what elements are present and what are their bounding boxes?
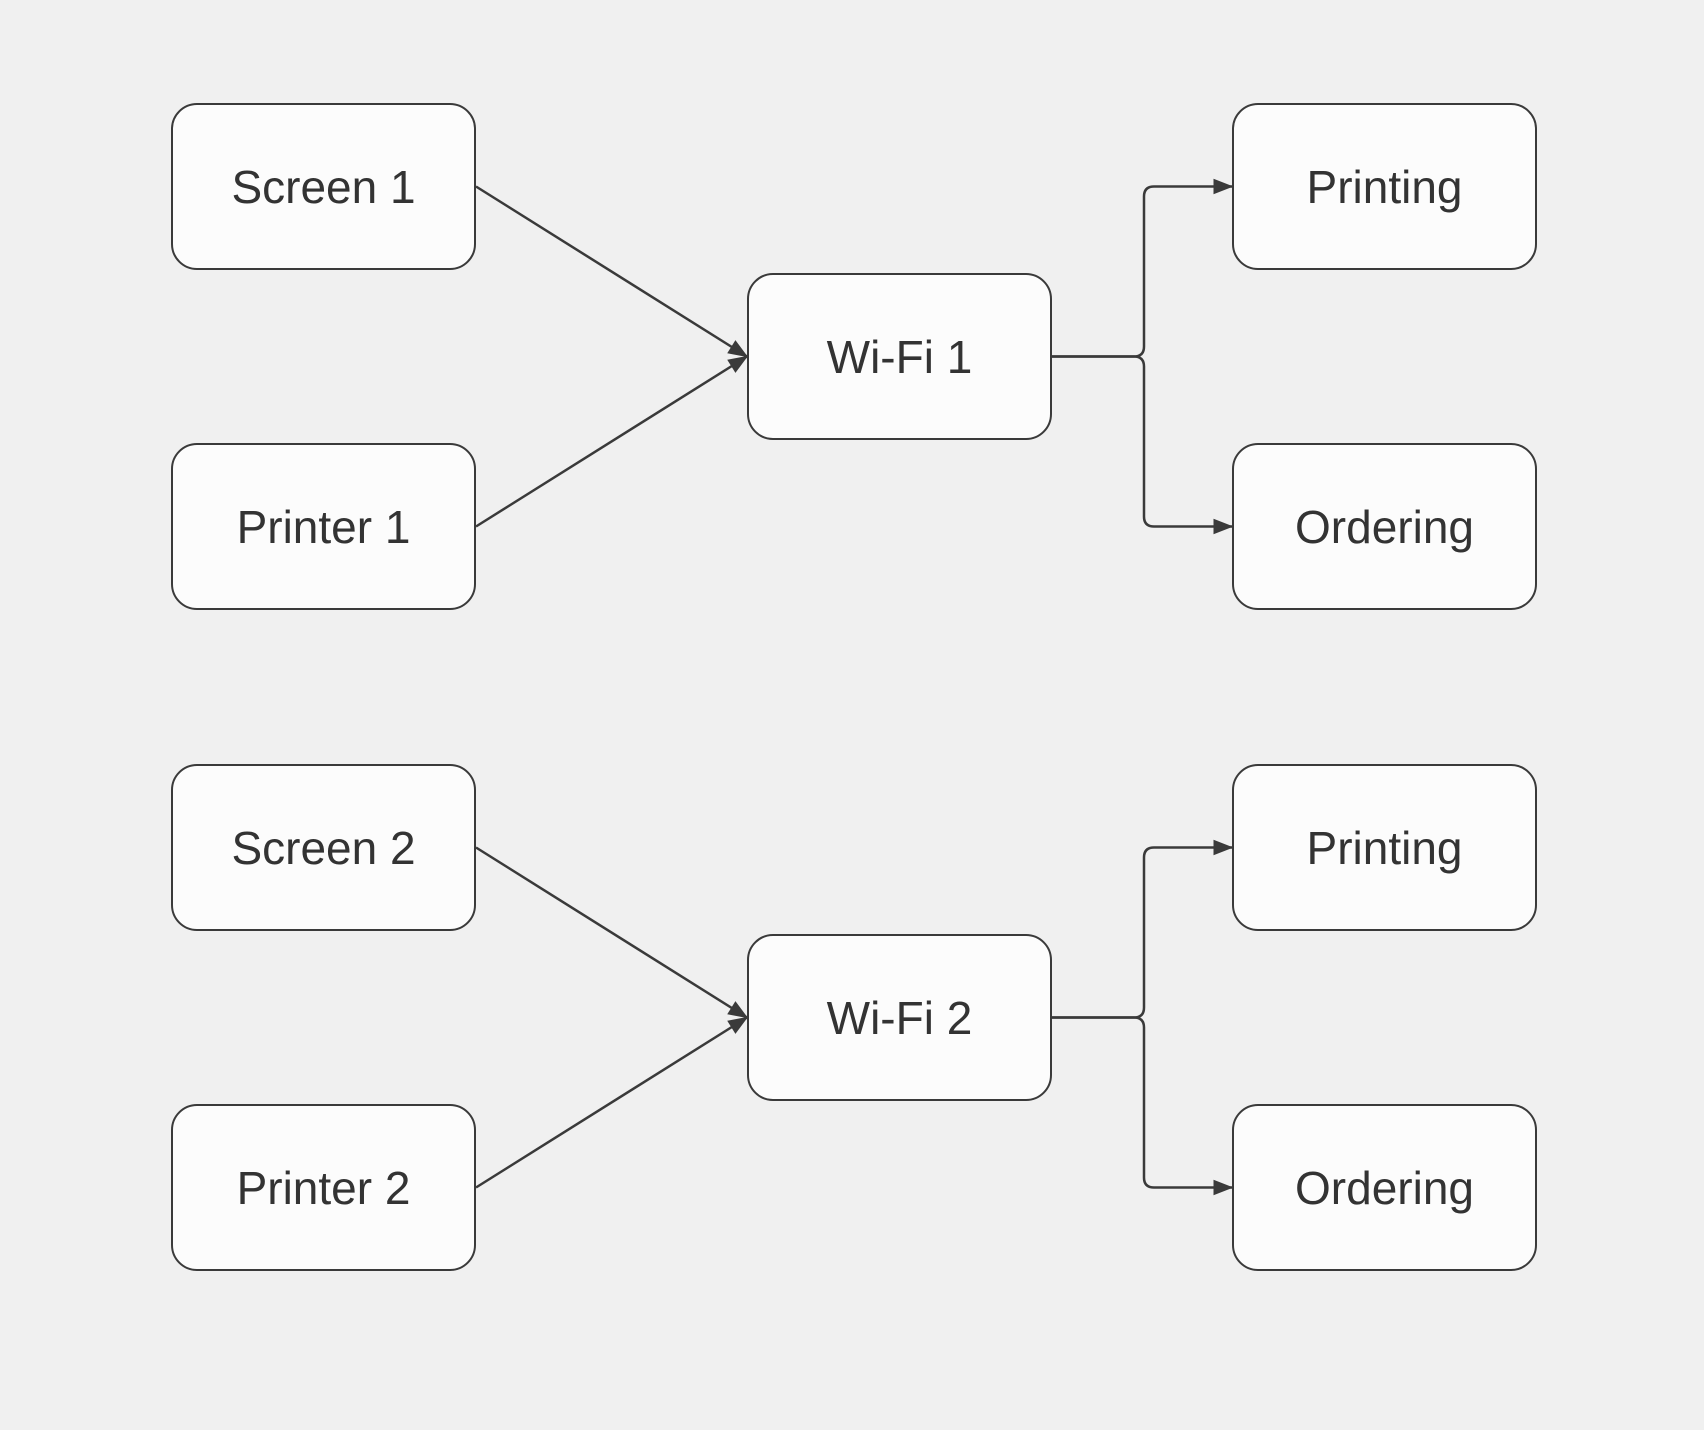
node-ordering-1[interactable]: Ordering [1232, 443, 1537, 610]
edge-screen-1-to-wifi-1 [475, 185, 749, 358]
node-printer-1-label: Printer 1 [236, 500, 411, 553]
node-wifi-1[interactable]: Wi-Fi 1 [747, 273, 1052, 440]
edge-printer-1-to-wifi-1 [475, 355, 749, 528]
node-screen-2[interactable]: Screen 2 [171, 764, 476, 931]
node-printer-2[interactable]: Printer 2 [171, 1104, 476, 1271]
node-printer-1[interactable]: Printer 1 [171, 443, 476, 610]
node-screen-2-label: Screen 2 [231, 821, 416, 874]
node-wifi-2-label: Wi-Fi 2 [826, 991, 973, 1044]
node-wifi-2[interactable]: Wi-Fi 2 [747, 934, 1052, 1101]
edge-wifi-2-to-printing-2 [1052, 839, 1234, 1019]
edge-wifi-2-to-ordering-2 [1052, 1016, 1234, 1196]
edge-wifi-1-to-ordering-1 [1052, 355, 1234, 535]
node-screen-1-label: Screen 1 [231, 160, 416, 213]
node-printing-1-label: Printing [1306, 160, 1463, 213]
node-ordering-2[interactable]: Ordering [1232, 1104, 1537, 1271]
node-printer-2-label: Printer 2 [236, 1161, 411, 1214]
edge-screen-2-to-wifi-2 [475, 846, 749, 1019]
edge-wifi-1-to-printing-1 [1052, 178, 1234, 358]
node-wifi-1-label: Wi-Fi 1 [826, 330, 973, 383]
node-ordering-2-label: Ordering [1295, 1161, 1474, 1214]
node-screen-1[interactable]: Screen 1 [171, 103, 476, 270]
node-printing-2-label: Printing [1306, 821, 1463, 874]
node-printing-1[interactable]: Printing [1232, 103, 1537, 270]
node-printing-2[interactable]: Printing [1232, 764, 1537, 931]
node-ordering-1-label: Ordering [1295, 500, 1474, 553]
edge-printer-2-to-wifi-2 [475, 1016, 749, 1189]
